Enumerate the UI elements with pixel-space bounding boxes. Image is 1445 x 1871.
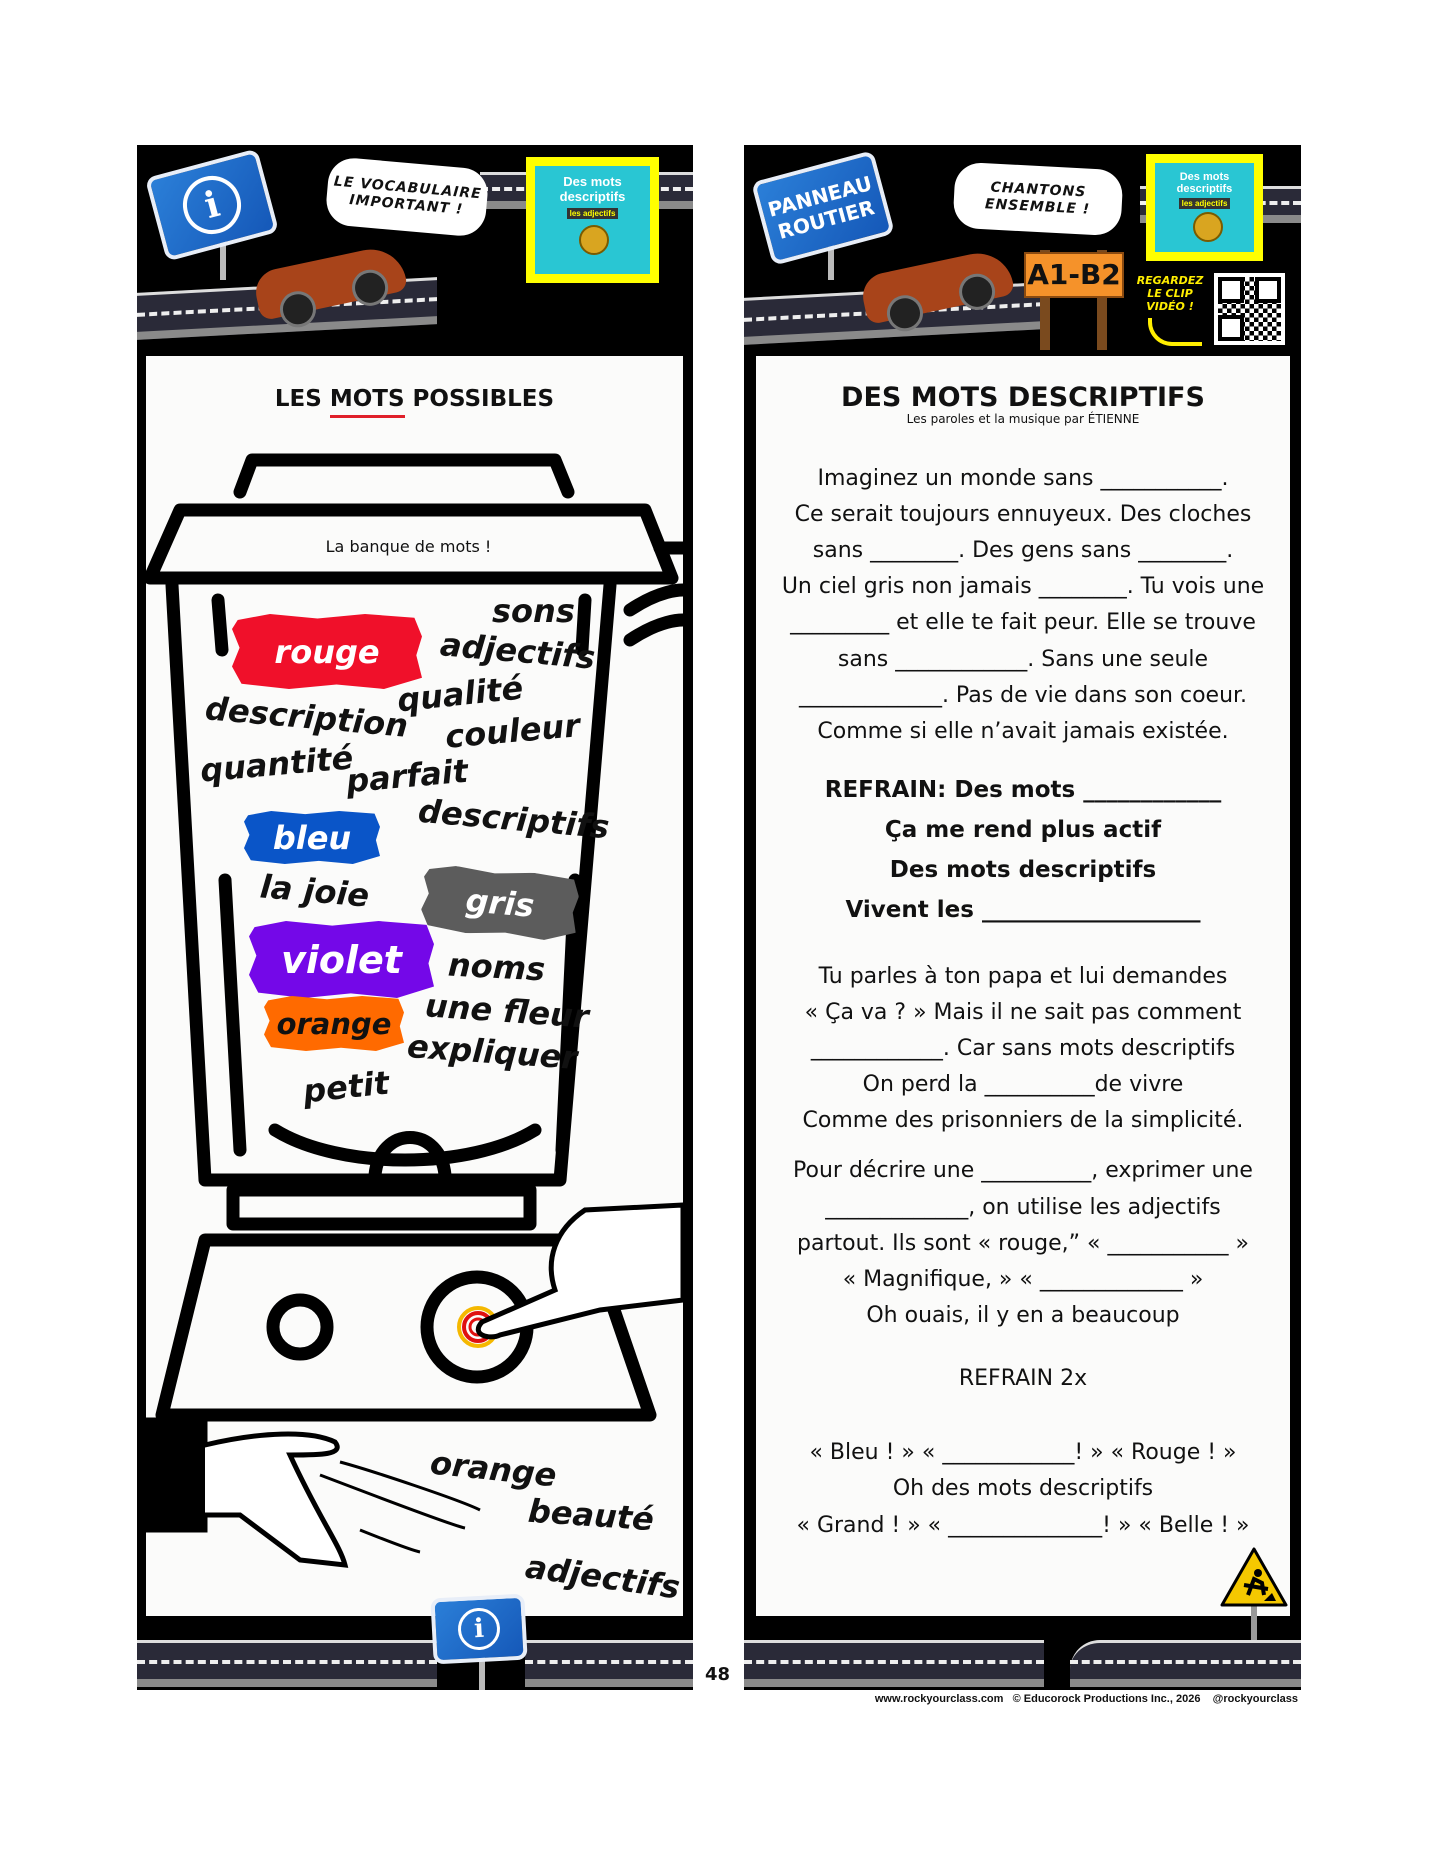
brush-word-violet: violet (249, 921, 434, 998)
lyric-line: Oh des mots descriptifs (892, 1476, 1154, 1501)
knob-icon (266, 1293, 334, 1361)
lyric-line: « Ça va ? » Mais il ne sait pas comment (804, 1000, 1242, 1025)
lyric-line: Pour décrire une __________, exprimer un… (793, 1158, 1253, 1183)
refrain-line: Vivent les ___________________ (845, 897, 1201, 923)
lyric-line: Comme des prisonniers de la simplicité. (802, 1108, 1244, 1133)
drum-icon (1192, 211, 1223, 242)
arrow-icon (1148, 318, 1202, 346)
lyric-line: Ce serait toujours ennuyeux. Des cloches (794, 502, 1252, 527)
refrain-repeat: REFRAIN 2x (958, 1366, 1088, 1391)
refrain-line: Ça me rend plus actif (884, 817, 1162, 843)
road-graphic (137, 1640, 437, 1687)
road-graphic (525, 1640, 693, 1687)
sign-post (1097, 250, 1107, 350)
sign-post (220, 235, 226, 280)
lyric-line: « Bleu ! » « ____________! » « Rouge ! » (809, 1440, 1237, 1465)
right-card-panel (756, 356, 1290, 1616)
lyric-line: _____________, on utilise les adjectifs (825, 1195, 1221, 1220)
word-bank-label: La banque de mots ! (325, 537, 492, 556)
lyric-line: On perd la __________de vivre (862, 1072, 1184, 1097)
pointing-hand-icon (475, 1202, 686, 1340)
road-graphic (1070, 1640, 1301, 1687)
road-graphic (744, 1640, 1044, 1687)
sign-post (479, 1645, 485, 1690)
lyric-line: _____________. Pas de vie dans son coeur… (798, 683, 1248, 708)
level-sign: A1-B2 (1024, 252, 1124, 298)
footer-copyright: © Educorock Productions Inc., 2026 (1012, 1693, 1201, 1705)
lyric-line: « Magnifique, » « _____________ » (842, 1267, 1204, 1292)
word-sons: sons (492, 592, 575, 630)
brush-word-rouge: rouge (232, 614, 422, 689)
road-work-sign-icon (1220, 1547, 1288, 1645)
brush-word-bleu: bleu (244, 811, 380, 864)
sign-post (828, 240, 834, 280)
word-bank-title: LES MOTS POSSIBLES (146, 386, 683, 418)
info-sign-icon: i (430, 1593, 528, 1665)
footer: www.rockyourclass.com © Educorock Produc… (875, 1693, 1298, 1705)
song-title: DES MOTS DESCRIPTIFS (841, 382, 1205, 413)
lyric-line: ____________. Car sans mots descriptifs (810, 1036, 1236, 1061)
refrain-line: REFRAIN: Des mots ____________ (824, 777, 1222, 803)
lyric-line: Imaginez un monde sans ___________. (817, 466, 1229, 491)
lyric-line: _________ et elle te fait peur. Elle se … (790, 610, 1256, 635)
speech-bubble: Chantons ensemble ! (952, 161, 1124, 237)
refrain-line: Des mots descriptifs (889, 857, 1157, 883)
sign-post (1040, 250, 1050, 350)
page-number: 48 (705, 1664, 731, 1685)
footer-website[interactable]: www.rockyourclass.com (874, 1693, 1004, 1705)
lyric-line: Un ciel gris non jamais ________. Tu voi… (781, 574, 1265, 599)
song-credits: Les paroles et la musique par ÉTIENNE (906, 412, 1140, 426)
lyric-line: sans ____________. Sans une seule (837, 647, 1209, 672)
lyric-line: Tu parles à ton papa et lui demandes (818, 964, 1228, 989)
brush-word-orange: orange (264, 996, 404, 1051)
lyric-line: « Grand ! » « ______________! » « Belle … (796, 1513, 1250, 1538)
word-noms: noms (447, 945, 547, 989)
footer-handle: @rockyourclass (1212, 1693, 1298, 1705)
video-cta: Regardez le clip vidéo ! (1136, 274, 1204, 313)
lyric-line: Oh ouais, il y en a beaucoup (866, 1303, 1180, 1328)
qr-code[interactable] (1214, 273, 1285, 345)
lyric-line: Comme si elle n’avait jamais existée. (817, 719, 1229, 744)
lyric-line: sans ________. Des gens sans ________. (812, 538, 1234, 563)
drum-icon (578, 225, 609, 256)
lyric-line: partout. Ils sont « rouge,” « __________… (797, 1231, 1249, 1256)
